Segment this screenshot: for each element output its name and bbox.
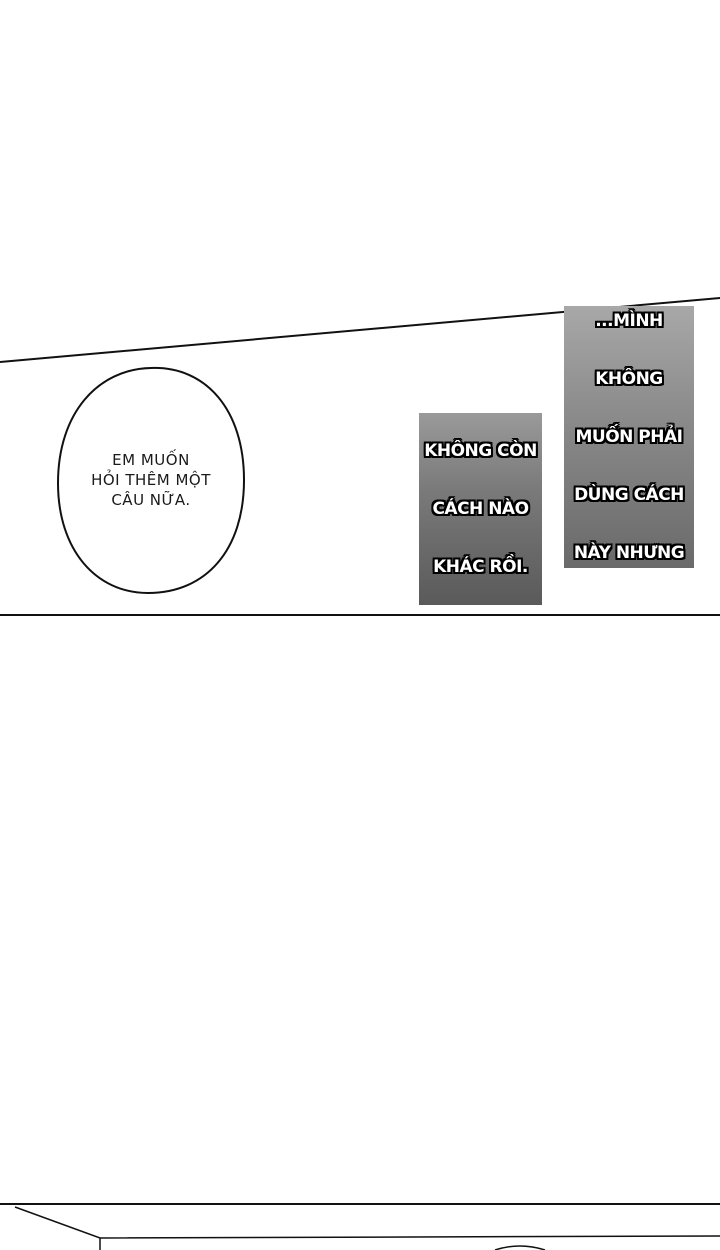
- caption-right-line-5: NÀY NHƯNG: [573, 542, 685, 563]
- caption-box-left: KHÔNG CÒN CÁCH NÀO KHÁC RỒI.: [419, 413, 542, 605]
- speech-bubble-outline: [56, 366, 246, 595]
- caption-right-line-3: MUỐN PHẢI: [575, 426, 683, 447]
- caption-left-line-3: KHÁC RỒI.: [433, 556, 528, 577]
- lower-panel-bubble-edge: [494, 1245, 546, 1250]
- speech-bubble-text: EM MUỐN HỎI THÊM MỘT CÂU NỮA.: [81, 450, 221, 510]
- caption-right-line-1: ...MÌNH: [595, 310, 663, 331]
- lower-panel-art-edge: [14, 1206, 720, 1239]
- caption-right-line-4: DÙNG CÁCH: [574, 484, 684, 505]
- speech-bubble: EM MUỐN HỎI THÊM MỘT CÂU NỮA.: [56, 365, 246, 595]
- caption-left-line-2: CÁCH NÀO: [432, 498, 529, 519]
- speech-line-3: CÂU NỮA.: [111, 491, 191, 509]
- caption-left-line-1: KHÔNG CÒN: [424, 440, 537, 461]
- speech-line-2: HỎI THÊM MỘT: [91, 471, 211, 489]
- caption-box-right: ...MÌNH KHÔNG MUỐN PHẢI DÙNG CÁCH NÀY NH…: [564, 306, 694, 568]
- speech-line-1: EM MUỐN: [112, 451, 190, 469]
- caption-right-line-2: KHÔNG: [595, 368, 663, 389]
